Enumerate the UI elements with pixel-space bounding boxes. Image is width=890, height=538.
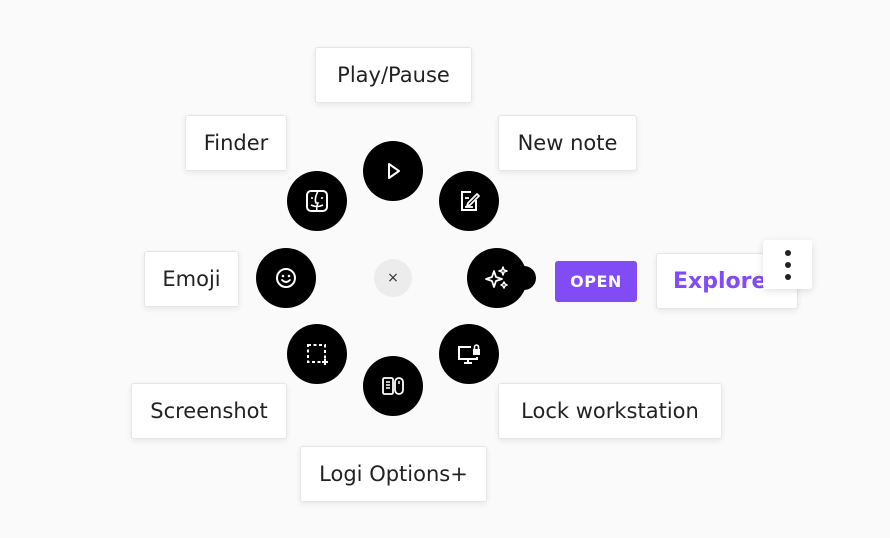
more-options-button[interactable] (763, 240, 812, 289)
emoji-icon (276, 268, 296, 288)
label-logi-options: Logi Options+ (300, 446, 487, 502)
finder-icon (306, 190, 328, 212)
monitor-lock-icon (458, 344, 480, 364)
open-button[interactable]: OPEN (555, 261, 637, 302)
logi-options-icon (382, 377, 404, 395)
new-note-button[interactable] (439, 171, 499, 231)
note-edit-icon (461, 191, 480, 211)
more-vertical-icon (784, 249, 791, 280)
label-finder: Finder (185, 115, 287, 171)
label-new-note: New note (498, 115, 637, 171)
label-screenshot: Screenshot (131, 383, 287, 439)
ai-prompt-pill-tail (514, 266, 536, 290)
emoji-button[interactable] (256, 248, 316, 308)
play-pause-button[interactable] (363, 141, 423, 201)
label-emoji: Emoji (144, 251, 239, 307)
screenshot-button[interactable] (287, 324, 347, 384)
lock-workstation-button[interactable] (439, 324, 499, 384)
label-play-pause: Play/Pause (315, 47, 472, 103)
label-lock-workstation: Lock workstation (498, 383, 722, 439)
sparkles-icon (485, 266, 508, 289)
finder-button[interactable] (287, 171, 347, 231)
play-icon (388, 163, 400, 179)
close-button[interactable]: × (374, 259, 412, 297)
screenshot-icon (307, 344, 328, 365)
logi-options-button[interactable] (363, 356, 423, 416)
